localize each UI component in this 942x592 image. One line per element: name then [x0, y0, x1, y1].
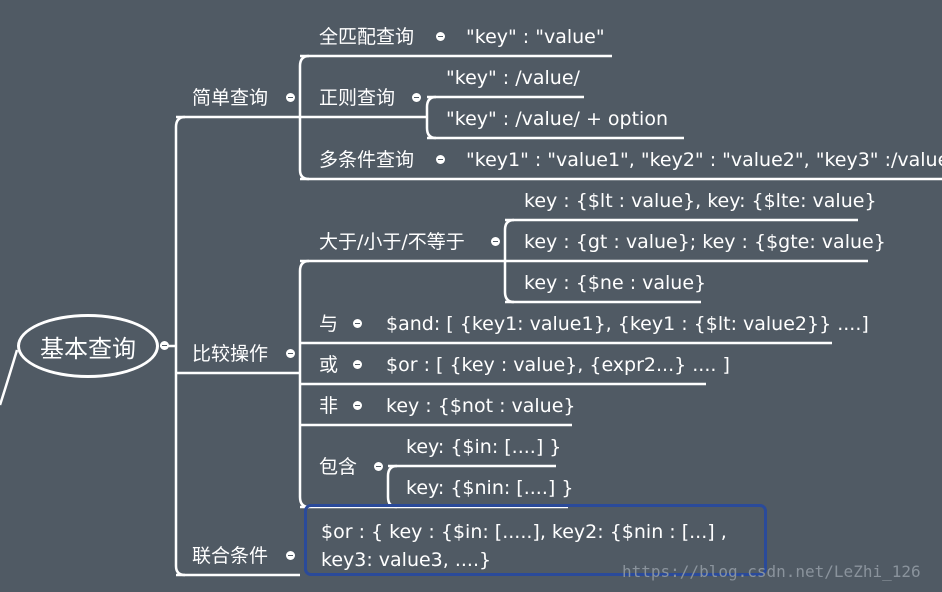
node-gt-lt-ne[interactable]: 大于/小于/不等于: [319, 231, 465, 253]
joint-condition-node-selected[interactable]: $or : { key : {$in: [.....], key2: {$nin…: [304, 504, 767, 576]
node-lt[interactable]: key : {$lt : value}, key: {$lte: value}: [524, 190, 877, 212]
node-not-value[interactable]: key : {$not : value}: [386, 395, 576, 417]
node-not[interactable]: 非: [319, 395, 339, 417]
node-and-value[interactable]: $and: [ {key1: value1}, {key1 : {$lt: va…: [386, 313, 869, 335]
compare-ops-collapse-icon[interactable]: [286, 349, 295, 358]
simple-query-collapse-icon[interactable]: [286, 93, 295, 102]
watermark: https://blog.csdn.net/LeZhi_126: [622, 562, 921, 581]
joint-condition-value: $or : { key : {$in: [.....], key2: {$nin…: [321, 521, 727, 571]
branch-joint-condition[interactable]: 联合条件: [192, 545, 269, 567]
node-in[interactable]: 包含: [319, 456, 358, 478]
joint-condition-collapse-icon[interactable]: [286, 551, 295, 560]
node-full-match-value[interactable]: "key" : "value": [466, 26, 605, 48]
node-nin-value[interactable]: key: {$nin: [....] }: [406, 477, 574, 499]
node-and[interactable]: 与: [319, 313, 339, 335]
node-multi[interactable]: 多条件查询: [319, 149, 415, 171]
branch-compare-ops[interactable]: 比较操作: [192, 343, 269, 365]
multi-collapse-icon[interactable]: [436, 155, 445, 164]
full-match-collapse-icon[interactable]: [436, 32, 445, 41]
root-collapse-icon[interactable]: [160, 341, 169, 350]
branch-simple-query[interactable]: 简单查询: [192, 87, 269, 109]
node-in-value[interactable]: key: {$in: [....] }: [406, 436, 562, 458]
node-multi-value[interactable]: "key1" : "value1", "key2" : "value2", "k…: [466, 149, 942, 171]
and-collapse-icon[interactable]: [353, 319, 362, 328]
gt-lt-ne-collapse-icon[interactable]: [491, 237, 500, 246]
or-collapse-icon[interactable]: [353, 360, 362, 369]
node-regex-2[interactable]: "key" : /value/ + option: [446, 108, 668, 130]
regex-collapse-icon[interactable]: [412, 93, 421, 102]
not-collapse-icon[interactable]: [353, 401, 362, 410]
node-regex-1[interactable]: "key" : /value/: [446, 67, 580, 89]
node-gt[interactable]: key : {gt : value}; key : {$gte: value}: [524, 231, 886, 253]
in-collapse-icon[interactable]: [374, 462, 383, 471]
node-or[interactable]: 或: [319, 354, 339, 376]
node-full-match[interactable]: 全匹配查询: [319, 26, 415, 48]
root-node[interactable]: 基本查询: [17, 314, 159, 378]
root-label: 基本查询: [40, 334, 136, 363]
node-regex[interactable]: 正则查询: [319, 87, 396, 109]
node-or-value[interactable]: $or : [ {key : value}, {expr2...} .... ]: [386, 354, 730, 376]
node-ne[interactable]: key : {$ne : value}: [524, 272, 707, 294]
